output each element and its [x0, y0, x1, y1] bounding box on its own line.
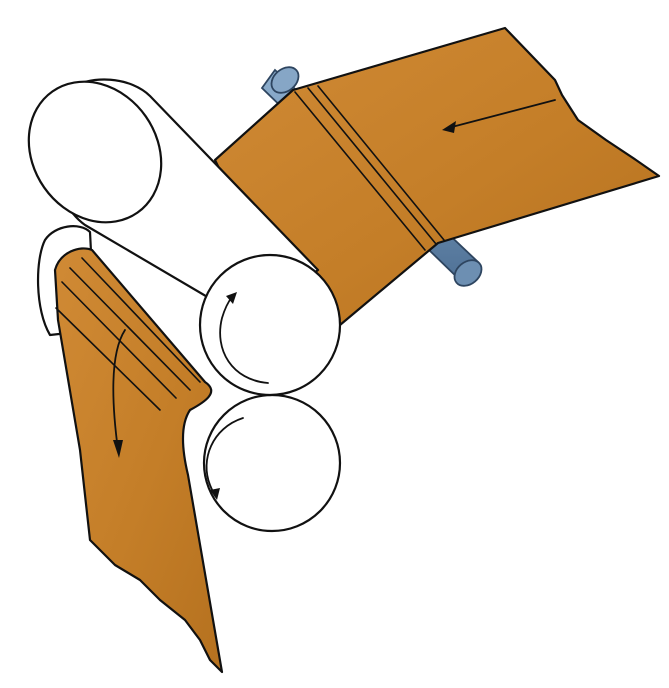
- lower-web-sheet: [55, 248, 222, 672]
- nip-roller-bottom: [190, 395, 340, 531]
- nip-roller-top: [200, 255, 340, 395]
- lower-web-surface: [55, 248, 222, 672]
- nip-roller-bottom-face: [204, 395, 340, 531]
